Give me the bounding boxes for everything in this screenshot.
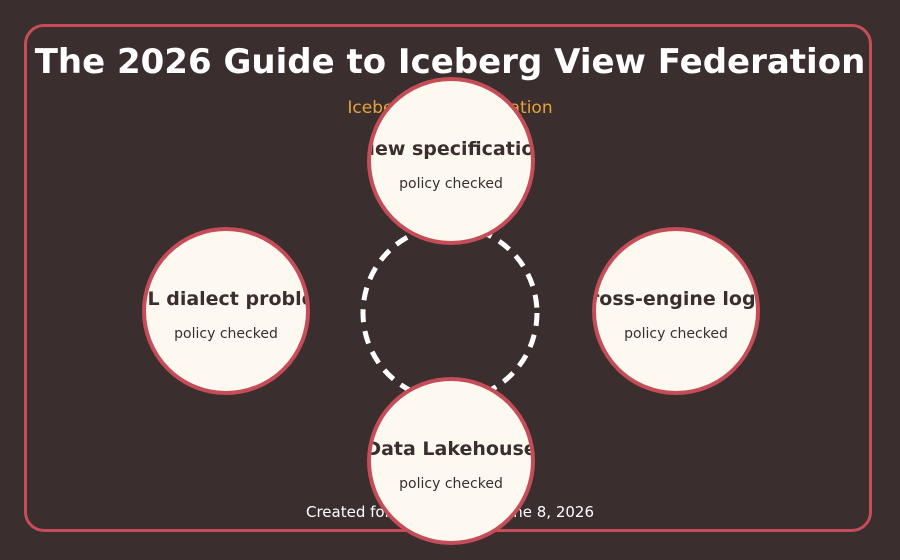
node-status: policy checked	[174, 326, 278, 342]
node-cross-engine-logic: cross-engine logic policy checked	[592, 227, 760, 395]
node-title: SQL dialect problem	[146, 288, 306, 310]
diagram-title: The 2026 Guide to Iceberg View Federatio…	[34, 42, 866, 82]
node-sql-dialect-problem: SQL dialect problem policy checked	[142, 227, 310, 395]
node-data-lakehouse: Data Lakehouse policy checked	[367, 377, 535, 545]
node-title: cross-engine logic	[592, 288, 756, 310]
node-status: policy checked	[624, 326, 728, 342]
node-status: policy checked	[399, 476, 503, 492]
node-title: View specification	[368, 138, 535, 160]
node-view-specification: View specification policy checked	[367, 77, 535, 245]
node-title: Data Lakehouse	[367, 438, 535, 460]
node-status: policy checked	[399, 176, 503, 192]
dashed-cycle-circle	[360, 223, 540, 403]
